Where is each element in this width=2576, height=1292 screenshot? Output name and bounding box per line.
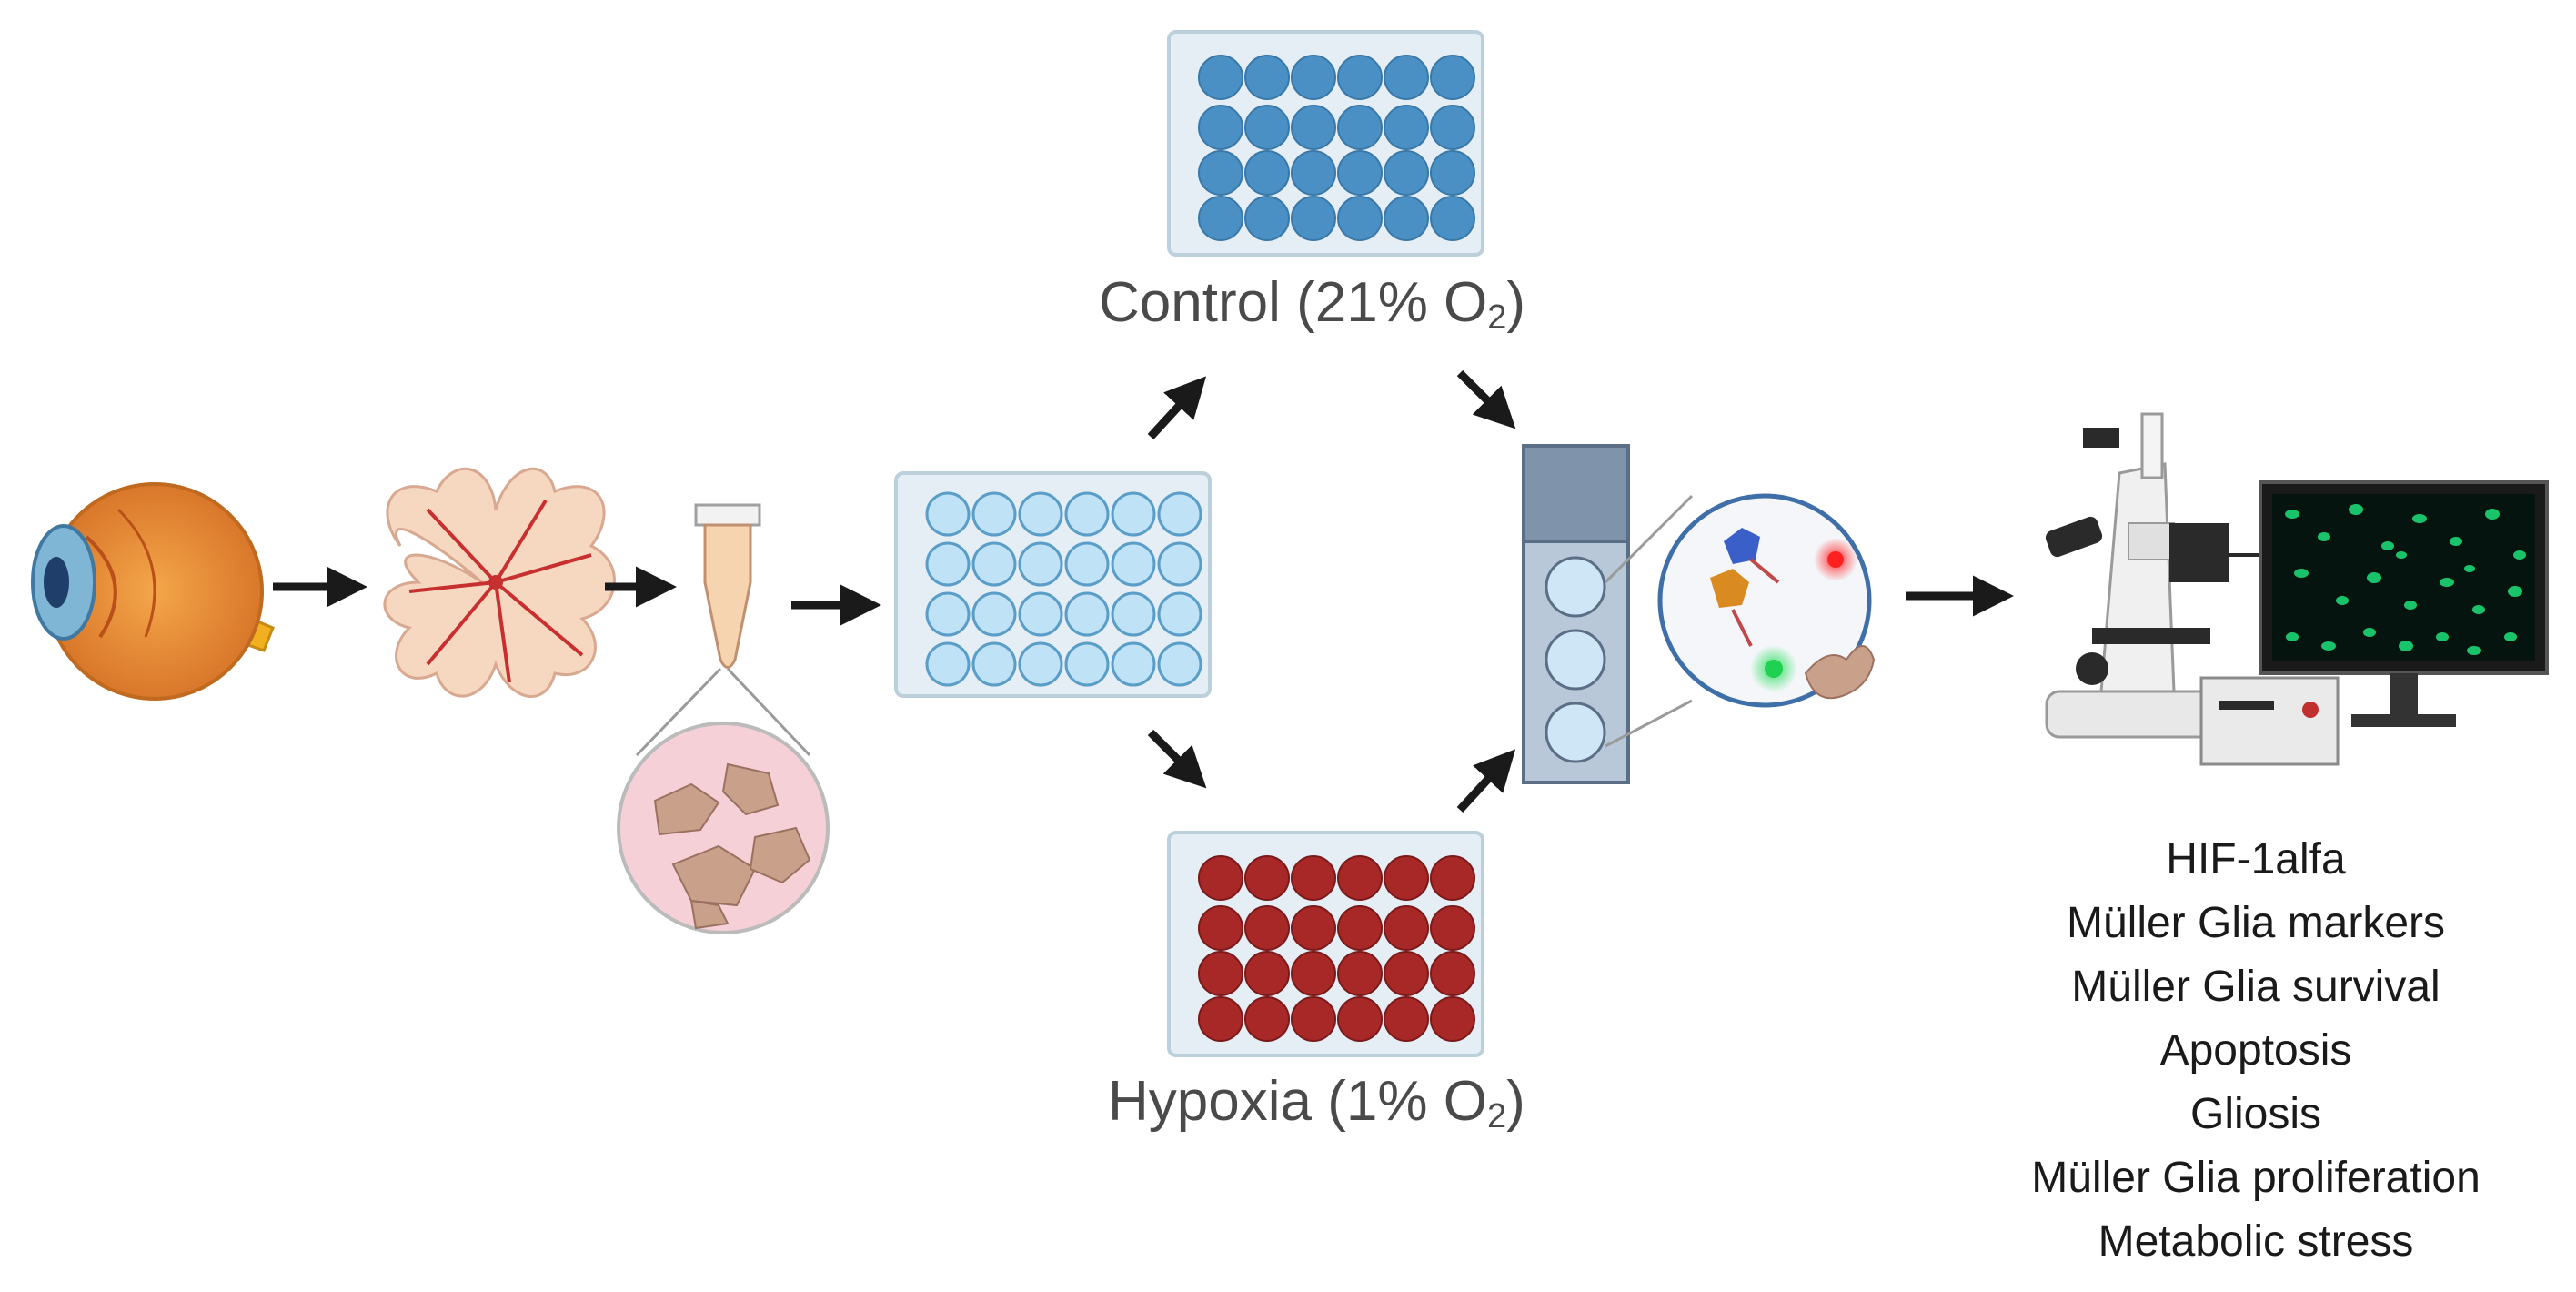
control-plate-icon (1167, 30, 1484, 257)
readout-item: Gliosis (2189, 1090, 2322, 1138)
light-source-box-icon (2199, 676, 2340, 766)
control-label: Control (21% O2) (1099, 271, 1526, 337)
immunostaining-magnified-icon (1604, 493, 1876, 748)
readout-item: Müller Glia proliferation (2031, 1154, 2480, 1202)
readout-list: HIF-1alfa Müller Glia markers Müller Gli… (1919, 828, 2576, 1274)
arrow-hypoxia-to-slide (1456, 749, 1516, 813)
chamber-slide-icon (1522, 444, 1630, 784)
retina-icon (383, 467, 616, 698)
arrow-plate-to-control (1147, 376, 1207, 440)
computer-monitor-icon (2259, 480, 2549, 727)
tube-icon (635, 503, 811, 757)
hypoxia-label: Hypoxia (1% O2) (1108, 1070, 1525, 1136)
readout-item: Müller Glia markers (2066, 899, 2446, 947)
arrow-control-to-slide (1456, 369, 1516, 429)
seeding-plate-icon (894, 471, 1212, 698)
eye-icon (31, 482, 275, 701)
cells-magnified-icon (617, 722, 830, 934)
hypoxia-plate-icon (1167, 831, 1484, 1057)
readout-item: HIF-1alfa (2166, 835, 2346, 883)
readout-item: Apoptosis (2159, 1026, 2352, 1075)
readout-item: Müller Glia survival (2071, 963, 2440, 1011)
readout-item: Metabolic stress (2098, 1217, 2414, 1266)
arrow-plate-to-hypoxia (1147, 729, 1207, 789)
